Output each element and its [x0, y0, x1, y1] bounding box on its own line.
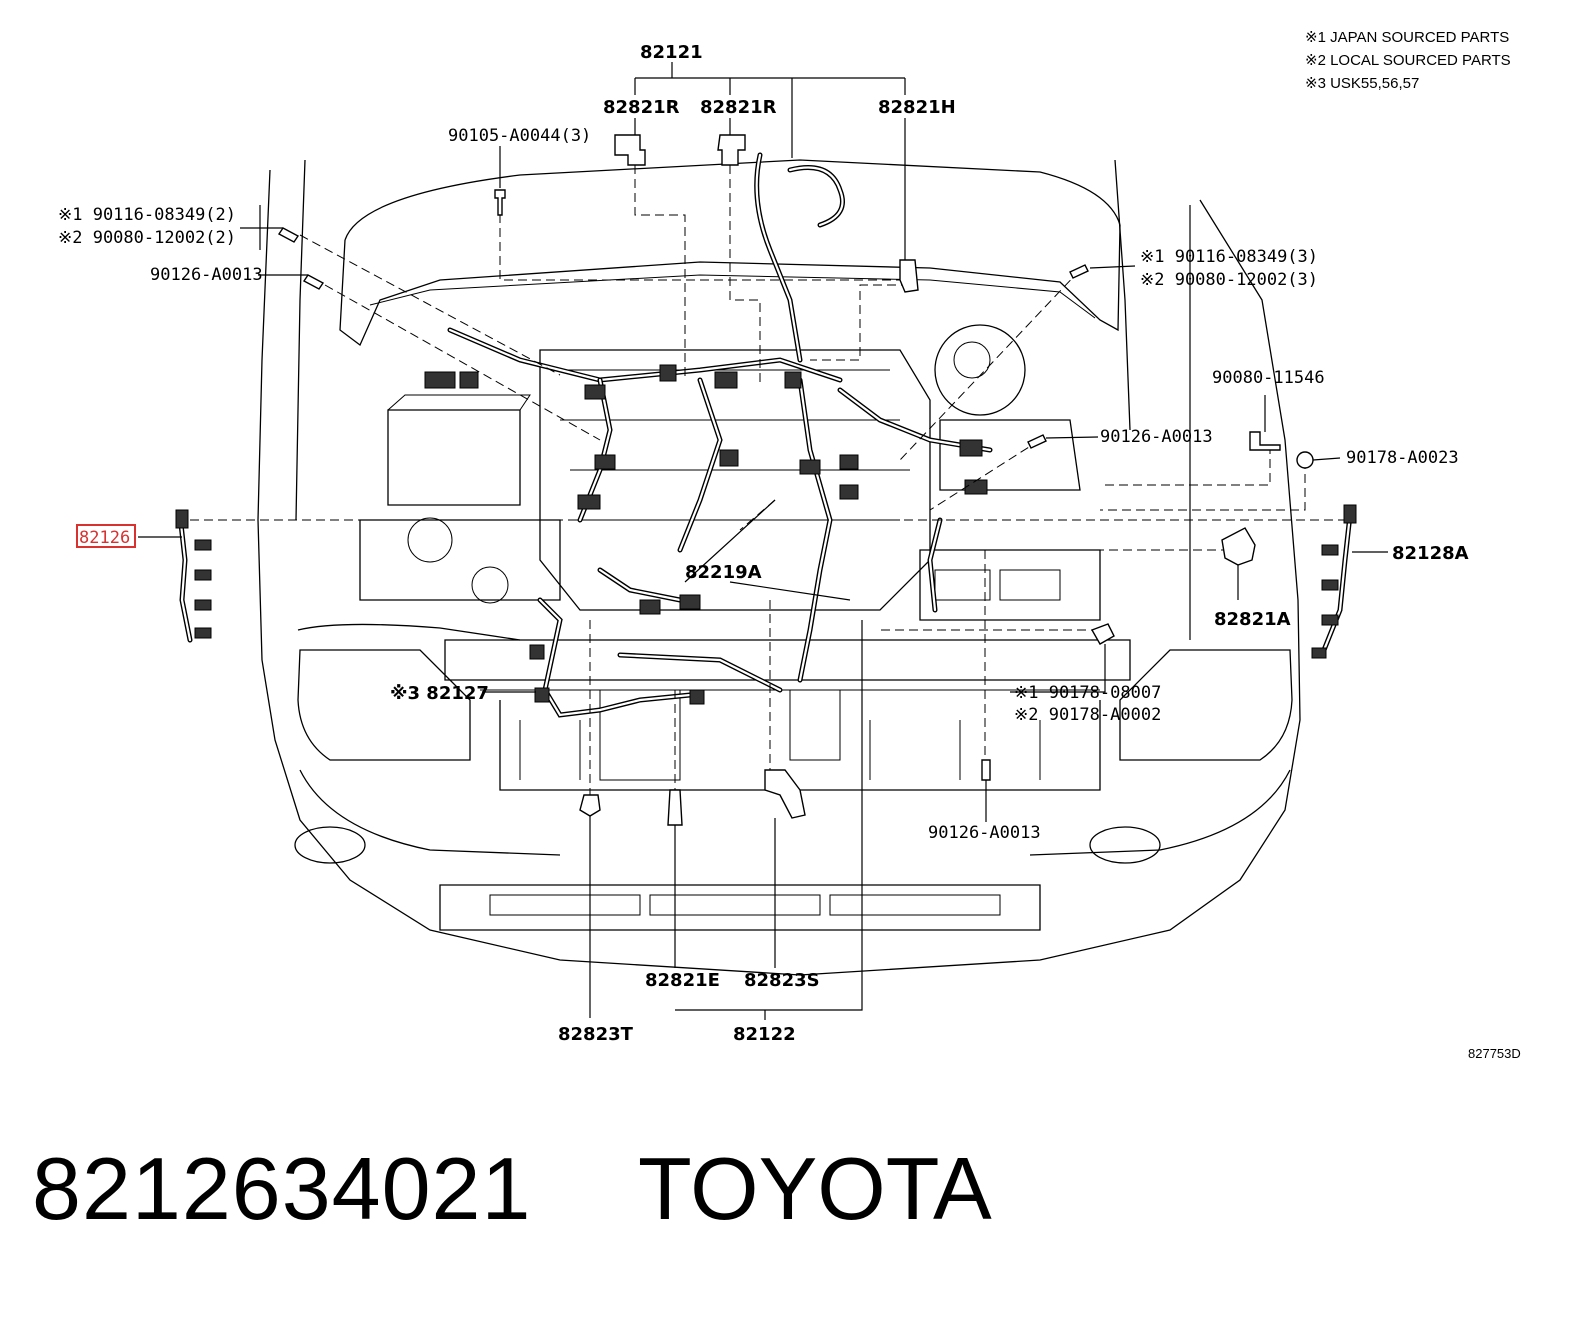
vehicle-outline [257, 159, 1301, 976]
socket-82823S [764, 769, 806, 819]
bulb-82823T [579, 794, 601, 817]
footer-brand: TOYOTA [638, 1139, 992, 1238]
label-82122: 82122 [733, 1024, 796, 1045]
footer-part-number: 8212634021 [32, 1139, 532, 1238]
note-local-sourced: ※2 LOCAL SOURCED PARTS [1305, 52, 1511, 69]
label-90126-A0013-top-left: 90126-A0013 [150, 265, 263, 285]
label-90178-A0002: ※2 90178-A0002 [1014, 705, 1161, 725]
label-82823T: 82823T [558, 1024, 634, 1045]
label-82121: 82121 [640, 42, 703, 63]
clip-82821R-a [614, 134, 646, 166]
label-90080-12002-left: ※2 90080-12002(2) [58, 228, 236, 248]
bolt-90105 [494, 189, 506, 216]
note-usk: ※3 USK55,56,57 [1305, 75, 1419, 92]
stud-right-upper [1069, 264, 1089, 279]
grommet-82821E [667, 789, 683, 826]
leader-lines [138, 62, 1388, 1020]
nut-90178-A0023 [1296, 451, 1314, 469]
clip-82821R-b [717, 134, 746, 166]
label-90080-11546: 90080-11546 [1212, 368, 1325, 388]
illustration-code: 827753D [1468, 1046, 1521, 1061]
engine-wire-harness [447, 152, 993, 718]
stud-left-lower [302, 274, 325, 290]
label-82126[interactable]: 82126 [79, 528, 130, 548]
loose-parts [175, 134, 1357, 826]
label-82821A: 82821A [1214, 609, 1291, 630]
label-90126-A0013-bottom: 90126-A0013 [928, 823, 1041, 843]
label-82127: ※3 82127 [390, 683, 489, 704]
label-90126-A0013-right: 90126-A0013 [1100, 427, 1213, 447]
label-82128A: 82128A [1392, 543, 1469, 564]
label-90116-08349-right: ※1 90116-08349(3) [1140, 247, 1318, 267]
stud-bottom [981, 759, 991, 781]
label-82821H: 82821H [878, 97, 956, 118]
label-82823S: 82823S [744, 970, 820, 991]
part-labels: 82121 82821R 82821R 82821H 90105-A0044(3… [58, 42, 1469, 1045]
label-90178-A0023: 90178-A0023 [1346, 448, 1459, 468]
stud-left-upper [277, 227, 300, 243]
label-82821R-b: 82821R [700, 97, 777, 118]
label-90116-08349-left: ※1 90116-08349(2) [58, 205, 236, 225]
label-90178-08007: ※1 90178-08007 [1014, 683, 1161, 703]
label-82219A: 82219A [685, 562, 762, 583]
legend-notes: ※1 JAPAN SOURCED PARTS ※2 LOCAL SOURCED … [1305, 29, 1511, 92]
harness-connectors [424, 364, 988, 705]
stud-right-lower [1027, 434, 1047, 449]
clip-82821H [899, 259, 919, 293]
nut-90178-08007 [1090, 623, 1115, 645]
highlight-box-82126 [76, 524, 136, 548]
label-82821R-a: 82821R [603, 97, 680, 118]
bolt-90080-11546 [1249, 431, 1281, 451]
label-90105-A0044: 90105-A0044(3) [448, 126, 591, 146]
label-90080-12002-right: ※2 90080-12002(3) [1140, 270, 1318, 290]
cover-82821A [1221, 527, 1256, 566]
label-82821E: 82821E [645, 970, 720, 991]
note-japan-sourced: ※1 JAPAN SOURCED PARTS [1305, 29, 1509, 46]
